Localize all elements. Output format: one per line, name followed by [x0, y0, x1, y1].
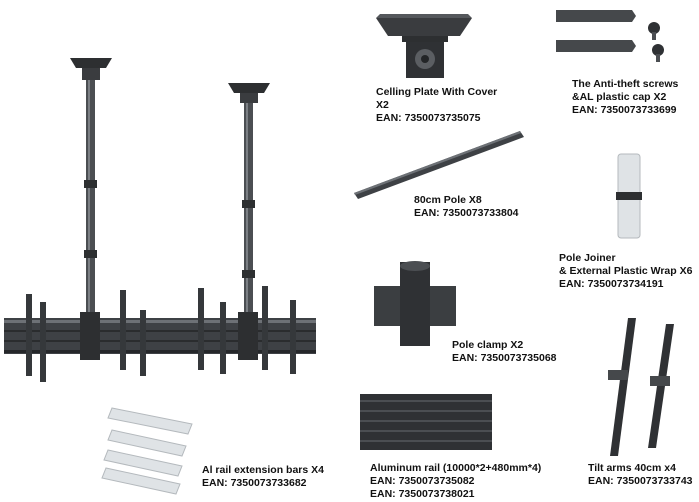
caption-line: EAN: 7350073733682 [202, 477, 307, 489]
caption-line: &AL plastic cap X2 [572, 91, 667, 103]
caption-line: 80cm Pole X8 [414, 194, 482, 206]
caption-line: EAN: 7350073735068 [452, 352, 557, 364]
caption-line: Tilt arms 40cm x4 [588, 462, 676, 474]
pole-caption: 80cm Pole X8 EAN: 7350073733804 [414, 194, 519, 220]
tilt-arms-caption: Tilt arms 40cm x4 EAN: 7350073733743 [588, 462, 693, 488]
antitheft-caption: The Anti-theft screws &AL plastic cap X2… [572, 78, 678, 117]
assembled-mount-image [0, 50, 330, 382]
ceiling-plate-caption: Celling Plate With Cover X2 EAN: 7350073… [376, 86, 497, 125]
aluminum-rail-image [358, 390, 494, 452]
caption-line: EAN: 7350073733804 [414, 207, 519, 219]
pole-image [348, 125, 528, 205]
caption-line: EAN: 7350073735082 [370, 475, 475, 487]
caption-line: Pole clamp X2 [452, 339, 524, 351]
pole-clamp-image [370, 258, 460, 350]
pole-joiner-image [608, 150, 650, 242]
extension-bars-caption: Al rail extension bars X4 EAN: 735007373… [202, 464, 324, 490]
ceiling-plate-image [368, 14, 480, 80]
caption-line: EAN: 7350073735075 [376, 112, 481, 124]
extension-bars-image [101, 402, 202, 497]
caption-line: EAN: 7350073734191 [559, 278, 664, 290]
pole-joiner-caption: Pole Joiner & External Plastic Wrap X6 E… [559, 252, 692, 291]
caption-line: EAN: 7350073738021 [370, 488, 475, 500]
caption-line: Al rail extension bars X4 [202, 464, 324, 476]
antitheft-screws-image [552, 6, 672, 68]
caption-line: Celling Plate With Cover [376, 86, 498, 98]
caption-line: Pole Joiner [559, 252, 616, 264]
caption-line: EAN: 7350073733743 [588, 475, 693, 487]
caption-line: X2 [376, 99, 389, 111]
tilt-arms-image [598, 316, 688, 462]
caption-line: The Anti-theft screws [572, 78, 679, 90]
caption-line: & External Plastic Wrap X6 [559, 265, 693, 277]
caption-line: EAN: 7350073733699 [572, 104, 677, 116]
pole-clamp-caption: Pole clamp X2 EAN: 7350073735068 [452, 339, 557, 365]
caption-line: Aluminum rail (10000*2+480mm*4) [370, 462, 542, 474]
aluminum-rail-caption: Aluminum rail (10000*2+480mm*4) EAN: 735… [370, 462, 541, 501]
